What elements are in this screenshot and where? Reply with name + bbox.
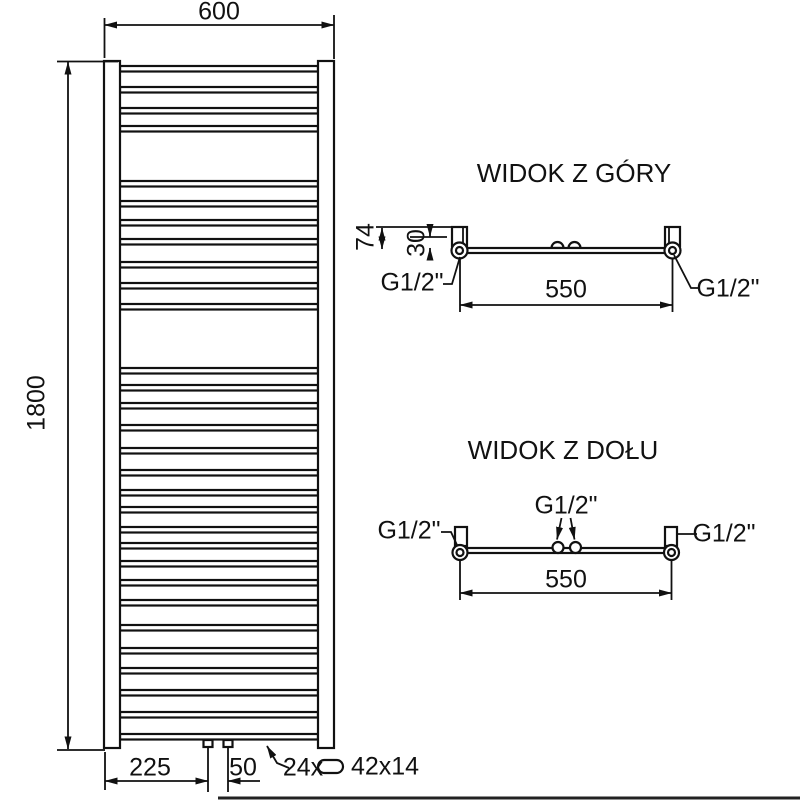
offset-dimension-label: 30 [402, 229, 431, 257]
radiator-tube [118, 559, 320, 568]
radiator-tube [118, 64, 320, 73]
connection-port-left-inner [455, 547, 465, 558]
center-connection-left [551, 540, 565, 555]
radiator-tube [118, 179, 320, 188]
tube-profile-label: 42x14 [350, 752, 420, 781]
valve-spacing-label: 50 [229, 753, 257, 782]
top-right-connection-label: G1/2" [696, 274, 760, 303]
top-view-geometry [376, 224, 699, 312]
bottom-center-connection-label: G1/2" [534, 491, 598, 520]
radiator-tubes [118, 64, 320, 741]
radiator-tube [118, 468, 320, 477]
radiator-tube [118, 488, 320, 497]
connection-port-right-inner [666, 547, 677, 558]
bottom-left-connection-label: G1/2" [377, 516, 441, 545]
radiator-tube [118, 260, 320, 269]
bottom-valve-stub-right [222, 738, 234, 749]
radiator-tube [118, 710, 320, 719]
bottom-right-connection-label: G1/2" [692, 519, 756, 548]
radiator-tube [118, 732, 320, 741]
right-connection-leader [673, 254, 699, 289]
height-dimension-label: 1800 [22, 375, 51, 431]
center-connection-right [568, 540, 583, 555]
bottom-view-geometry [441, 517, 697, 600]
bottom-spacing-label: 550 [545, 565, 587, 594]
radiator-tube [118, 666, 320, 675]
radiator-tube [118, 124, 320, 133]
radiator-tube [118, 383, 320, 392]
bottom-view-body [465, 546, 667, 555]
connection-port-left-inner [454, 245, 465, 256]
radiator-tube [118, 598, 320, 607]
radiator-tube [118, 218, 320, 227]
top-left-connection-label: G1/2" [380, 268, 444, 297]
radiator-tube [118, 525, 320, 534]
radiator-tube [118, 281, 320, 290]
wall-bracket-right [663, 525, 679, 548]
radiator-tube [118, 366, 320, 375]
top-view-title: WIDOK Z GÓRY [476, 158, 672, 188]
bottom-offset-label: 225 [129, 753, 171, 782]
tube-count-label: 24x [282, 753, 324, 782]
radiator-tube [118, 578, 320, 587]
radiator-tube [118, 106, 320, 115]
top-view-body [465, 246, 667, 255]
radiator-tube [118, 541, 320, 550]
center-connection-leader [556, 517, 563, 540]
front-view-geometry [57, 15, 345, 792]
right-rail [316, 59, 336, 750]
radiator-tube [118, 505, 320, 514]
left-connection-leader [443, 256, 461, 285]
radiator-tube [118, 199, 320, 208]
radiator-tube [118, 237, 320, 246]
oval-tube-icon [316, 758, 345, 775]
radiator-tube [118, 623, 320, 632]
radiator-tube [118, 446, 320, 455]
radiator-tube [118, 85, 320, 94]
left-connection-leader [441, 531, 458, 546]
bottom-valve-stub-left [202, 738, 214, 749]
tube-count-leader [266, 745, 290, 769]
bottom-view-title: WIDOK Z DOŁU [467, 435, 659, 465]
radiator-tube [118, 688, 320, 697]
radiator-tube [118, 401, 320, 410]
connection-port-right-inner [667, 245, 678, 256]
radiator-tube [118, 423, 320, 432]
center-connection-leader [568, 517, 576, 540]
radiator-tube [118, 302, 320, 311]
top-spacing-label: 550 [545, 275, 587, 304]
depth-dimension-label: 74 [351, 223, 380, 251]
width-dimension-label: 600 [198, 0, 240, 26]
radiator-tube [118, 646, 320, 655]
left-rail [102, 59, 122, 750]
